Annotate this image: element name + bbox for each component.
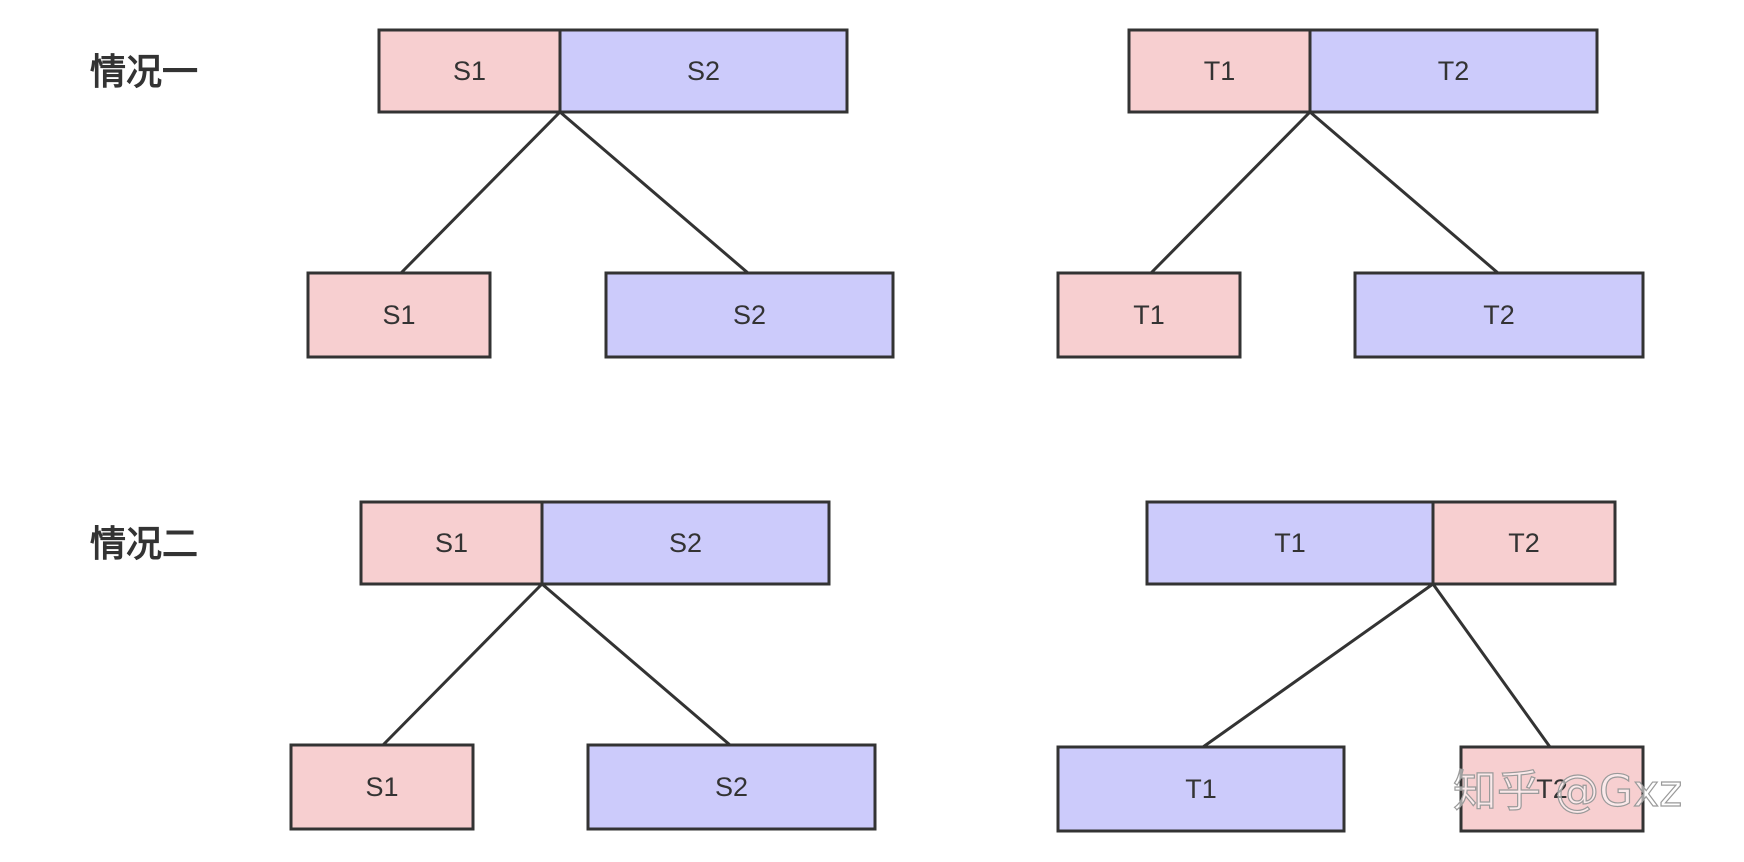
node-label: S2 — [687, 56, 720, 86]
child-node-left: S1 — [289, 743, 475, 831]
case-1-label: 情况一 — [90, 52, 198, 93]
node-rect — [1127, 28, 1312, 114]
root-segment-left: T1 — [1127, 28, 1312, 114]
case-1-tree-t: T1 T2 T1 T2 — [1056, 28, 1645, 359]
node-label: S2 — [669, 528, 702, 558]
watermark: 知乎 @Gxz — [1453, 766, 1682, 817]
node-rect — [586, 743, 877, 831]
node-label: T1 — [1204, 56, 1236, 86]
node-rect — [359, 500, 544, 586]
node-label: S1 — [453, 56, 486, 86]
edge-root-to-right-child — [541, 582, 731, 747]
node-label: T2 — [1508, 528, 1540, 558]
node-rect — [1308, 28, 1599, 114]
node-rect — [377, 28, 562, 114]
child-node-right: S2 — [586, 743, 877, 831]
node-rect — [558, 28, 849, 114]
node-rect — [1353, 271, 1645, 359]
child-node-left: T1 — [1056, 271, 1242, 359]
case-2-tree-s: S1 S2 S1 S2 — [289, 500, 877, 831]
child-node-right: T2 — [1459, 745, 1645, 833]
root-segment-right: S2 — [558, 28, 849, 114]
node-label: T2 — [1438, 56, 1470, 86]
node-rect — [1056, 271, 1242, 359]
edge-root-to-right-child — [1431, 583, 1552, 748]
node-rect — [289, 743, 475, 831]
edge-root-to-left-child — [381, 582, 544, 747]
node-label: S1 — [435, 528, 468, 558]
root-segment-left: T1 — [1145, 500, 1435, 586]
edge-root-to-right-child — [1309, 110, 1499, 275]
child-node-left: S1 — [306, 271, 492, 359]
node-rect — [1459, 745, 1645, 833]
node-label: S2 — [715, 772, 748, 802]
root-segment-right: T2 — [1308, 28, 1599, 114]
child-node-right: S2 — [604, 271, 895, 359]
node-label: S1 — [365, 772, 398, 802]
node-rect — [1056, 745, 1346, 833]
node-label: T1 — [1133, 300, 1165, 330]
node-rect — [1431, 500, 1617, 586]
edge-root-to-right-child — [559, 110, 749, 275]
root-segment-left: S1 — [359, 500, 544, 586]
node-rect — [604, 271, 895, 359]
case-1-tree-s: S1 S2 S1 S2 — [306, 28, 895, 359]
root-segment-left: S1 — [377, 28, 562, 114]
node-label: T2 — [1536, 774, 1568, 804]
root-segment-right: T2 — [1431, 500, 1617, 586]
node-label: S1 — [382, 300, 415, 330]
node-rect — [540, 500, 831, 586]
edge-root-to-left-child — [1149, 110, 1312, 275]
case-2-label: 情况二 — [90, 524, 198, 565]
case-2-tree-t: T1 T2 T1 T2 — [1056, 500, 1645, 833]
node-rect — [306, 271, 492, 359]
edge-root-to-left-child — [1202, 582, 1434, 749]
root-segment-right: S2 — [540, 500, 831, 586]
node-label: T1 — [1274, 528, 1306, 558]
node-label: S2 — [733, 300, 766, 330]
edge-root-to-left-child — [399, 110, 562, 275]
node-label: T1 — [1185, 774, 1217, 804]
child-node-left: T1 — [1056, 745, 1346, 833]
node-label: T2 — [1483, 300, 1515, 330]
child-node-right: T2 — [1353, 271, 1645, 359]
